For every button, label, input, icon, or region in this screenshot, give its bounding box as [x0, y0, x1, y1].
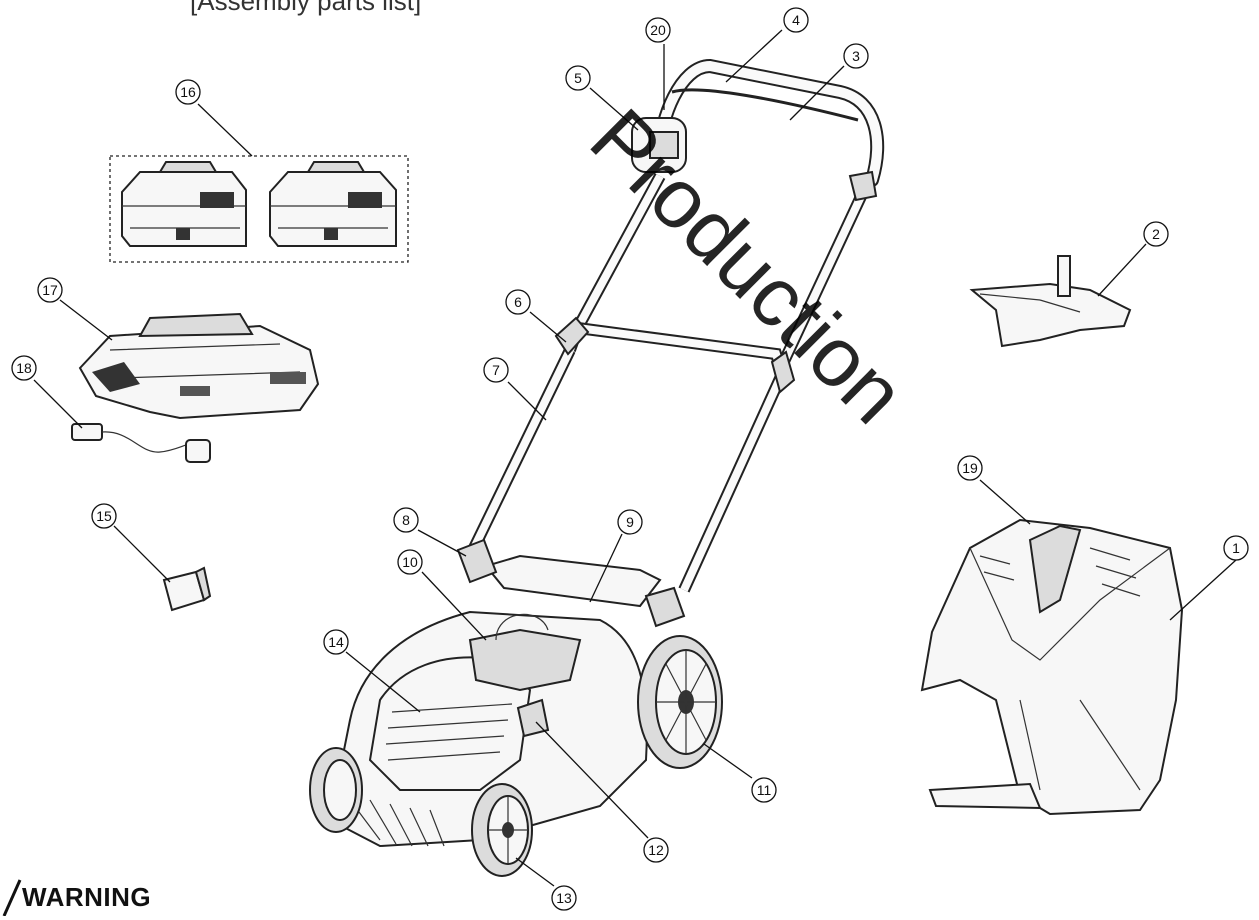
- callout-14-label: 14: [328, 634, 344, 650]
- callout-6: 6: [505, 289, 531, 315]
- battery-pack-left: [121, 161, 247, 247]
- callouts: 1 2 3 4 5 6 7 8 9 10 11 12 13 14 15 16 1…: [11, 7, 1249, 911]
- mower-body: [328, 538, 686, 848]
- callout-9: 9: [617, 509, 643, 535]
- callout-13: 13: [551, 885, 577, 911]
- callout-17: 17: [37, 277, 63, 303]
- leader-lines: [33, 29, 1237, 887]
- handle-assembly: [468, 58, 885, 593]
- callout-11-label: 11: [757, 782, 772, 798]
- header-fragment: [Assembly parts list]: [190, 0, 422, 16]
- callout-12: 12: [643, 837, 669, 863]
- callout-17-label: 17: [42, 282, 58, 298]
- callout-9-label: 9: [626, 514, 634, 530]
- warning-triangle-icon: [2, 879, 22, 916]
- front-wheel-left: [309, 747, 363, 833]
- callout-10-label: 10: [402, 554, 418, 570]
- callout-15-label: 15: [96, 508, 112, 524]
- front-wheel-right: [471, 783, 533, 877]
- callout-18: 18: [11, 355, 37, 381]
- callout-5: 5: [565, 65, 591, 91]
- callout-2: 2: [1143, 221, 1169, 247]
- callout-8: 8: [393, 507, 419, 533]
- rear-wheel: [637, 635, 723, 769]
- callout-7-label: 7: [492, 362, 500, 378]
- power-cord: [71, 423, 211, 463]
- callout-20: 20: [645, 17, 671, 43]
- callout-11: 11: [751, 777, 777, 803]
- callout-13-label: 13: [556, 890, 572, 906]
- callout-4: 4: [783, 7, 809, 33]
- callout-3: 3: [843, 43, 869, 69]
- callout-19: 19: [957, 455, 983, 481]
- callout-5-label: 5: [574, 70, 582, 86]
- warning-heading: WARNING: [22, 882, 152, 912]
- callout-8-label: 8: [402, 512, 410, 528]
- charger: [78, 312, 320, 420]
- battery-dashed-box: [109, 155, 409, 263]
- callout-20-label: 20: [650, 22, 666, 38]
- callout-2-label: 2: [1152, 226, 1160, 242]
- mulching-plug: [969, 255, 1132, 348]
- grass-catcher: [920, 518, 1184, 816]
- callout-16: 16: [175, 79, 201, 105]
- callout-16-label: 16: [180, 84, 196, 100]
- callout-1-label: 1: [1232, 540, 1240, 556]
- battery-packs-group: [109, 155, 409, 263]
- callout-10: 10: [397, 549, 423, 575]
- callout-19-label: 19: [962, 460, 978, 476]
- callout-4-label: 4: [792, 12, 800, 28]
- callout-7: 7: [483, 357, 509, 383]
- callout-18-label: 18: [16, 360, 32, 376]
- callout-1: 1: [1223, 535, 1249, 561]
- safety-key: [162, 566, 212, 612]
- callout-15: 15: [91, 503, 117, 529]
- battery-pack-right: [269, 161, 397, 247]
- callout-12-label: 12: [648, 842, 664, 858]
- callout-3-label: 3: [852, 48, 860, 64]
- callout-14: 14: [323, 629, 349, 655]
- callout-6-label: 6: [514, 294, 522, 310]
